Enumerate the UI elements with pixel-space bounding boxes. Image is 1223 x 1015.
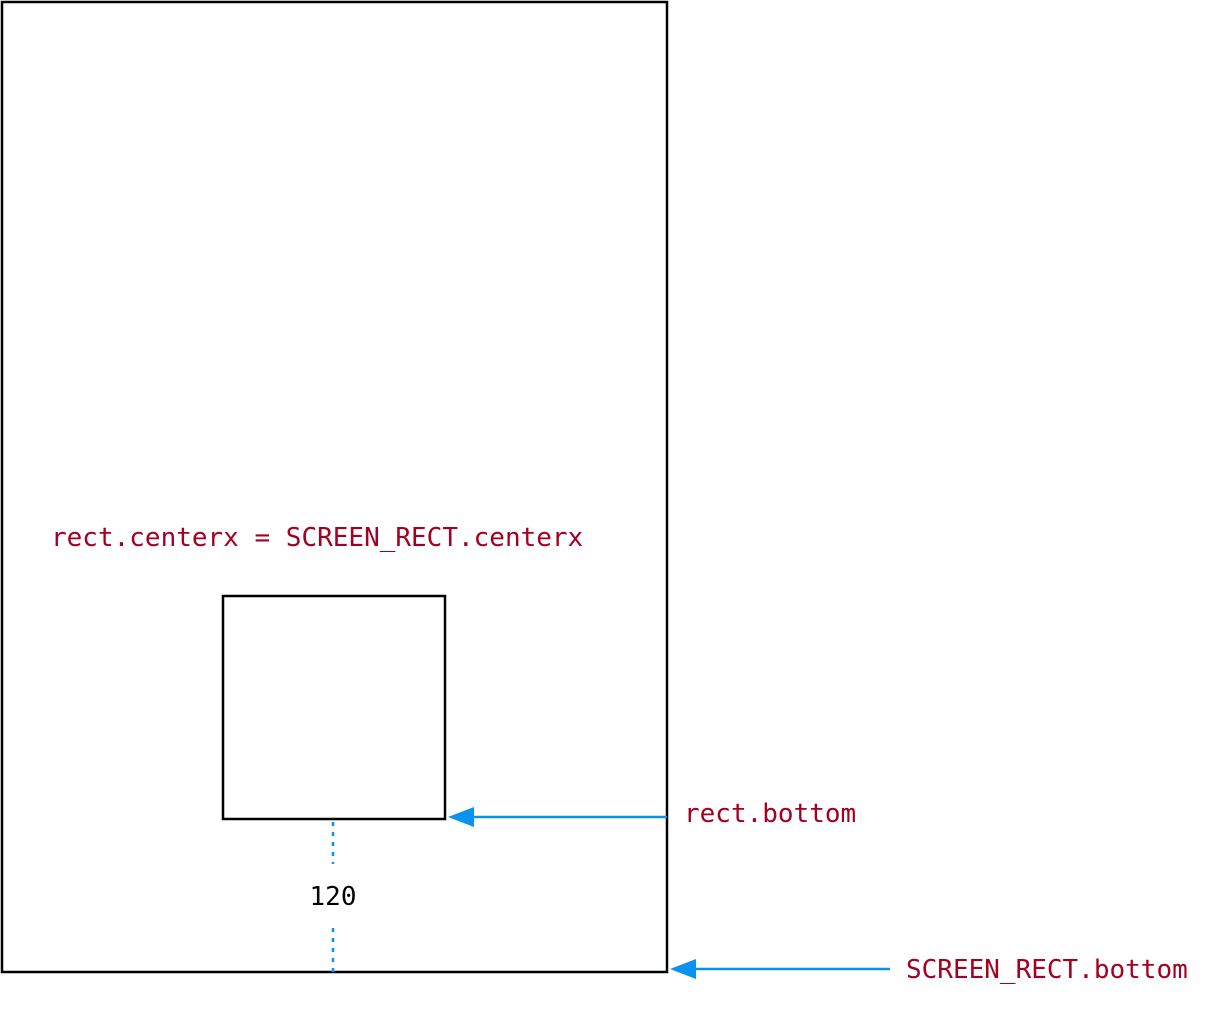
screen-bottom-label: SCREEN_RECT.bottom <box>906 955 1188 985</box>
screen-rect <box>0 0 669 974</box>
rect-bottom-arrowhead <box>448 807 474 827</box>
rect-bottom-label: rect.bottom <box>684 799 856 829</box>
gap-value-label: 120 <box>310 882 357 912</box>
screen-bottom-arrowhead <box>670 959 696 979</box>
rect-box <box>221 594 447 821</box>
centerx-label: rect.centerx = SCREEN_RECT.centerx <box>51 523 583 553</box>
